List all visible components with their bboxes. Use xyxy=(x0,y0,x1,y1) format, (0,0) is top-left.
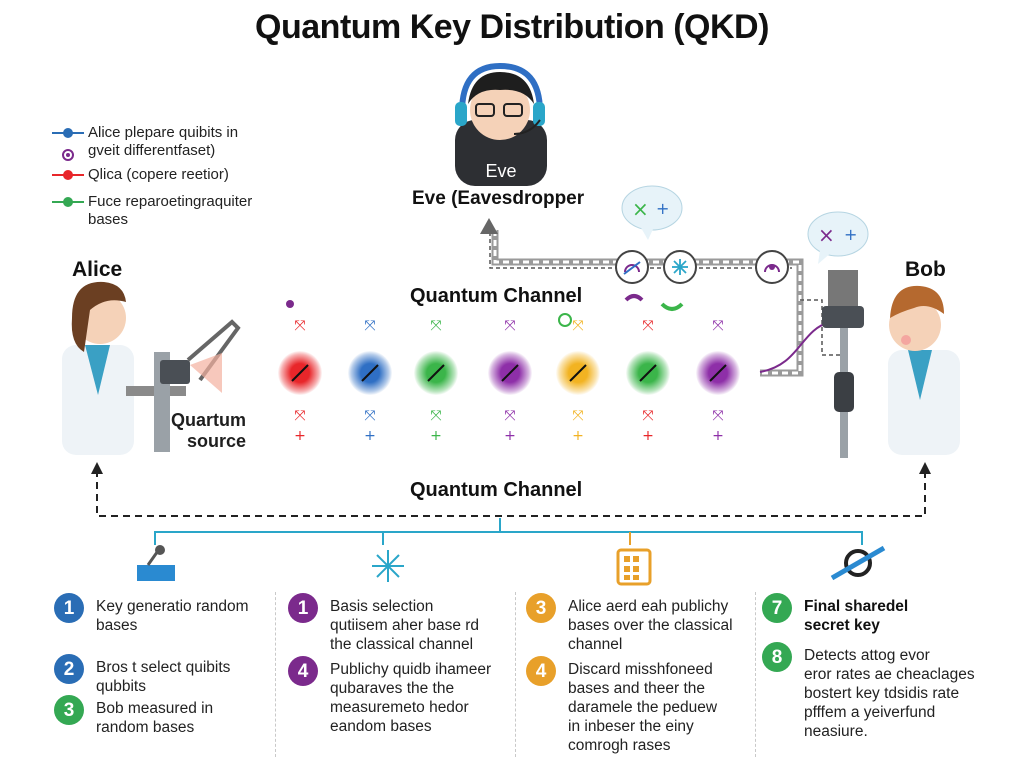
step-icon-1 xyxy=(137,545,175,581)
quantum-channel-label-top: Quantum Channel xyxy=(410,285,583,307)
photon-red xyxy=(278,351,322,395)
classical-channel-line xyxy=(96,470,926,517)
step-text: Bros t select quibits qubbits xyxy=(96,659,231,695)
step-number-badge: 3 xyxy=(54,695,84,725)
eve-arrow-head xyxy=(480,218,498,234)
legend-red-dot-icon xyxy=(52,170,84,180)
step-number-badge: 3 xyxy=(526,593,556,623)
steps-bracket xyxy=(154,531,863,545)
photon-green-2 xyxy=(626,351,670,395)
alice-quantum-source-device xyxy=(154,319,241,452)
step-text: Key generatio random bases xyxy=(96,598,249,634)
eve-detector-1 xyxy=(615,250,789,284)
step-number-badge: 4 xyxy=(288,656,318,686)
step-icon-4 xyxy=(830,545,886,581)
step-2-1: 1 Basis selection qutiisem aher base rd … xyxy=(288,593,480,654)
step-4-1: 7 Final sharedel secret key xyxy=(762,593,909,635)
photon-blue xyxy=(348,351,392,395)
step-text: Basis selection qutiisem aher base rd th… xyxy=(330,598,480,653)
green-swirl-symbol xyxy=(660,302,684,311)
step-icon-3 xyxy=(616,548,652,586)
legend-blue-dot-icon xyxy=(52,128,84,138)
step-4-2: 8 Detects attog evor eror rates ae cheac… xyxy=(762,642,975,741)
eve-label: Eve (Eavesdropper xyxy=(412,188,585,209)
legend-text-1: Alice plepare quibits in gveit different… xyxy=(88,124,239,159)
step-text: Bob measured in random bases xyxy=(96,700,214,736)
bob-detector-device xyxy=(822,270,864,458)
photon-yellow xyxy=(556,351,600,395)
column-divider-2 xyxy=(515,592,516,757)
step-1-1: 1 Key generatio random bases xyxy=(54,593,249,635)
step-number-badge: 2 xyxy=(54,654,84,684)
step-1-2: 2 Bros t select quibits qubbits xyxy=(54,654,231,696)
svg-text:×: × xyxy=(632,197,649,221)
eve-shirt-text: Eve xyxy=(485,161,517,181)
speech-bubble-eve: × + xyxy=(621,185,683,240)
legend-item-2 xyxy=(48,146,88,164)
step-number-badge: 7 xyxy=(762,593,792,623)
speech-bubble-bob: × + xyxy=(807,211,869,264)
quantum-channel-label-bottom: Quantum Channel xyxy=(410,479,583,501)
step-number-badge: 4 xyxy=(526,656,556,686)
column-divider-1 xyxy=(275,592,276,757)
photon-green xyxy=(414,351,458,395)
legend-purple-swirl-icon xyxy=(62,149,74,161)
bob-cable xyxy=(800,299,840,356)
step-number-badge: 1 xyxy=(54,593,84,623)
step-text: Publichy quidb ihameer qubaraves the the… xyxy=(330,661,492,735)
eve-figure xyxy=(455,62,547,186)
step-number-badge: 8 xyxy=(762,642,792,672)
step-1-3: 3 Bob measured in random bases xyxy=(54,695,214,737)
column-divider-3 xyxy=(755,592,756,757)
svg-text:+: + xyxy=(844,225,857,244)
legend-item-4: Fuce reparoetingraquiter bases xyxy=(48,193,252,229)
step-3-2: 4 Discard misshfoneed bases and theer th… xyxy=(526,656,718,755)
legend-text-4: Fuce reparoetingraquiter bases xyxy=(88,193,253,228)
legend-item-1: Alice plepare quibits in gveit different… xyxy=(48,124,238,160)
step-text: Alice aerd eah publichy bases over the c… xyxy=(568,598,733,653)
svg-text:×: × xyxy=(818,223,835,247)
step-2-2: 4 Publichy quidb ihameer qubaraves the t… xyxy=(288,656,492,736)
step-number-badge: 1 xyxy=(288,593,318,623)
step-text: Detects attog evor eror rates ae cheacla… xyxy=(804,647,975,740)
photon-purple xyxy=(488,351,532,395)
svg-text:+: + xyxy=(656,199,669,218)
diagram-title: Quantum Key Distribution (QKD) xyxy=(255,8,769,46)
quantum-source-label: Quartum source xyxy=(170,410,246,451)
step-text: Discard misshfoneed bases and theer the … xyxy=(568,661,718,754)
photon-purple-2 xyxy=(696,351,740,395)
step-3-1: 3 Alice aerd eah publichy bases over the… xyxy=(526,593,733,654)
purple-swirl-symbol xyxy=(624,294,644,302)
alice-label: Alice xyxy=(72,258,123,281)
bob-label: Bob xyxy=(905,258,946,281)
legend-item-3: Qlica (copere reetior) xyxy=(48,166,229,184)
bob-figure xyxy=(888,285,960,455)
legend-green-dot-icon xyxy=(52,197,84,207)
step-text: Final sharedel secret key xyxy=(804,598,909,634)
step-icon-2 xyxy=(372,550,404,582)
legend-text-3: Qlica (copere reetior) xyxy=(88,166,229,183)
